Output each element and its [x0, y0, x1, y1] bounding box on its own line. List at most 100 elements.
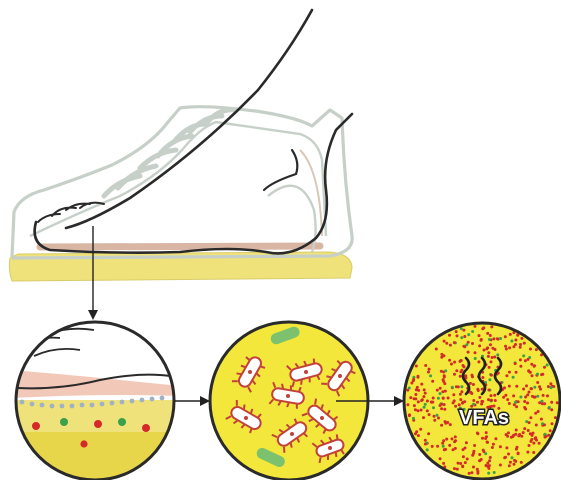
vfa-molecule-dot — [476, 472, 479, 475]
vfa-molecule-dot — [458, 403, 461, 406]
vfa-molecule-dot — [448, 359, 451, 362]
vfa-molecule-dot — [532, 451, 535, 454]
vfa-molecule-dot — [550, 408, 553, 411]
vfa-molecule-dot — [468, 472, 471, 475]
vfa-molecule-dot — [462, 329, 465, 332]
vfa-molecule-dot — [517, 400, 520, 403]
vfa-molecule-dot — [534, 412, 537, 415]
vfa-molecule-dot — [536, 381, 539, 384]
vfa-molecule-dot — [435, 348, 438, 351]
vfa-molecule-dot — [549, 429, 552, 432]
vfa-molecule-dot — [419, 428, 422, 431]
vfa-molecule-dot — [526, 402, 529, 405]
vfa-molecule-dot — [460, 336, 463, 339]
vfa-molecule-dot — [476, 432, 479, 435]
vfa-molecule-dot — [480, 458, 483, 461]
vfa-molecule-dot — [487, 472, 490, 475]
vfa-molecule-dot — [429, 374, 432, 377]
vfa-molecule-dot — [476, 468, 479, 471]
vfa-molecule-dot — [548, 406, 551, 409]
vfa-molecule-dot — [444, 390, 447, 393]
vfa-molecule-dot — [514, 401, 517, 404]
vfa-molecule-dot — [517, 452, 520, 455]
vfa-molecule-dot — [445, 438, 448, 441]
vfa-molecule-dot — [426, 409, 429, 412]
vfa-molecule-dot — [527, 358, 530, 361]
vfa-molecule-dot — [467, 351, 470, 354]
vfa-molecule-dot — [490, 325, 493, 328]
vfa-molecule-dot — [472, 399, 475, 402]
vfa-molecule-dot — [547, 385, 550, 388]
vfa-molecule-dot — [483, 349, 486, 352]
vfa-molecule-dot — [505, 446, 508, 449]
vfa-molecule-dot — [478, 344, 481, 347]
vfa-molecule-dot — [546, 394, 549, 397]
vfa-molecule-dot — [459, 375, 462, 378]
vfa-molecule-dot — [504, 345, 507, 348]
vfa-molecule-dot — [522, 431, 525, 434]
vfa-molecule-dot — [515, 448, 518, 451]
vfa-molecule-dot — [420, 409, 423, 412]
vfa-molecule-dot — [413, 397, 416, 400]
vfa-molecule-dot — [519, 358, 522, 361]
vfa-molecule-dot — [503, 386, 506, 389]
vfa-molecule-dot — [529, 416, 532, 419]
vfa-label: VFAs — [459, 407, 509, 429]
vfa-molecule-dot — [499, 464, 502, 467]
vfa-molecule-dot — [466, 458, 469, 461]
vfa-molecule-dot — [492, 337, 495, 340]
vfa-molecule-dot — [412, 417, 415, 420]
vfa-molecule-dot — [444, 369, 447, 372]
vfa-molecule-dot — [531, 374, 534, 377]
vfa-molecule-dot — [454, 439, 457, 442]
vfa-molecule-dot — [454, 405, 457, 408]
vfa-molecule-dot — [491, 356, 494, 359]
vfa-molecule-dot — [459, 398, 462, 401]
vfa-molecule-dot — [451, 386, 454, 389]
vfa-molecule-dot — [488, 338, 491, 341]
arrow-1 — [175, 396, 210, 406]
vfa-molecule-dot — [440, 370, 443, 373]
vfa-molecule-dot — [510, 340, 513, 343]
vfa-molecule-dot — [422, 416, 425, 419]
vfa-molecule-dot — [544, 436, 547, 439]
vfa-molecule-dot — [528, 391, 531, 394]
vfa-molecule-dot — [431, 445, 434, 448]
vfa-molecule-dot — [457, 462, 460, 465]
vfa-molecule-dot — [504, 394, 507, 397]
vfa-molecule-dot — [476, 401, 479, 404]
vfa-molecule-dot — [541, 402, 544, 405]
vfa-molecule-dot — [440, 356, 443, 359]
vfa-molecule-dot — [489, 456, 492, 459]
vfa-molecule-dot — [443, 340, 446, 343]
vfa-molecule-dot — [487, 351, 490, 354]
vfa-molecule-dot — [512, 345, 515, 348]
vfa-molecule-dot — [532, 442, 535, 445]
vfa-molecule-dot — [519, 365, 522, 368]
vfa-molecule-dot — [512, 394, 515, 397]
vfa-molecule-dot — [454, 435, 457, 438]
vfa-molecule-dot — [432, 397, 435, 400]
vfa-molecule-dot — [473, 444, 476, 447]
vfa-molecule-dot — [526, 451, 529, 454]
vfa-molecule-dot — [556, 401, 559, 404]
vfa-molecule-dot — [442, 445, 445, 448]
vfa-molecule-dot — [524, 359, 527, 362]
vfa-molecule-dot — [539, 388, 542, 391]
vfa-molecule-dot — [477, 360, 480, 363]
vfa-molecule-dot — [427, 371, 430, 374]
vfa-molecule-dot — [549, 382, 552, 385]
vfa-molecule-dot — [442, 462, 445, 465]
vfa-molecule-dot — [478, 334, 481, 337]
vfa-molecule-dot — [524, 408, 527, 411]
vfa-molecule-dot — [413, 404, 416, 407]
vfa-molecule-dot — [525, 384, 528, 387]
vfa-molecule-dot — [481, 437, 484, 440]
vfa-molecule-dot — [522, 388, 525, 391]
vfa-molecule-dot — [439, 387, 442, 390]
vfa-molecule-dot — [447, 397, 450, 400]
vfa-molecule-dot — [543, 423, 546, 426]
vfa-molecule-dot — [472, 450, 475, 453]
vfa-molecule-dot — [481, 376, 484, 379]
vfa-molecule-dot — [478, 396, 481, 399]
